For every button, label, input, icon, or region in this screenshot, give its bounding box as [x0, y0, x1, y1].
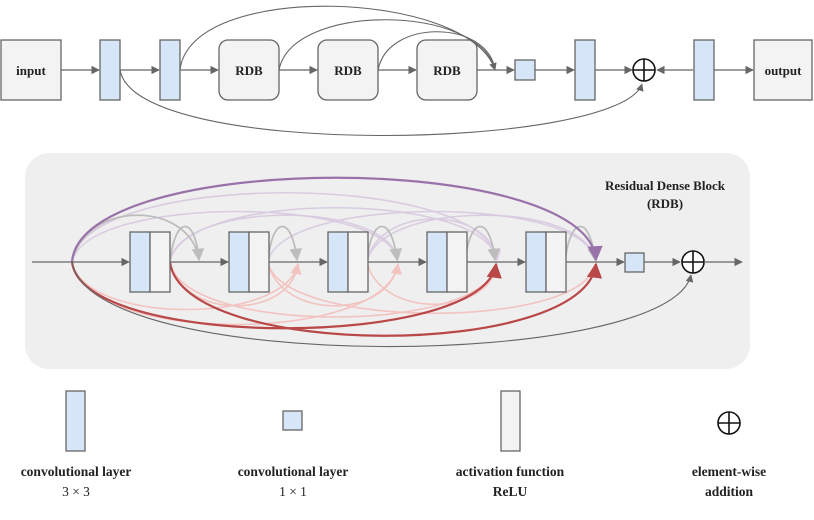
conv3-rdb-5 — [525, 231, 547, 293]
add-symbol-rdb — [681, 250, 705, 274]
relu-rdb-2 — [248, 231, 270, 293]
conv3-rdb-3 — [327, 231, 349, 293]
dense-arc-purple — [70, 176, 603, 263]
conv1-layer-rdb — [624, 252, 645, 273]
dense-arc-light-top-7 — [366, 214, 596, 263]
output-label: output — [765, 63, 803, 78]
legend-conv3-symbol — [65, 390, 86, 452]
input-label: input — [16, 63, 46, 78]
relu-rdb-1 — [149, 231, 171, 293]
legend-conv3-caption: convolutional layer 3 × 3 — [0, 462, 161, 502]
conv3-rdb-4 — [426, 231, 448, 293]
conv3-layer-4 — [693, 39, 715, 101]
dense-arc-gray-3 — [366, 225, 403, 263]
legend — [65, 390, 741, 452]
rdb-layer-5 — [525, 231, 567, 293]
dense-arc-light-bottom-1 — [71, 261, 302, 311]
conv1-layer-top — [514, 59, 536, 81]
dense-arc-light-top-5 — [267, 210, 596, 263]
legend-relu-line1: activation function — [455, 464, 565, 479]
legend-conv3-line2: 3 × 3 — [62, 484, 90, 499]
conv3-layer-3 — [574, 39, 596, 101]
legend-add-line2: addition — [704, 484, 754, 499]
input-box — [0, 39, 62, 101]
rdb-panel-title-line2: (RDB) — [647, 196, 683, 211]
rdb-panel: Residual Dense Block (RDB) — [25, 153, 750, 369]
dense-arc-light-top-1 — [71, 210, 402, 263]
rdb-layer-1 — [129, 231, 171, 293]
relu-rdb-4 — [446, 231, 468, 293]
rdb-label-3: RDB — [433, 63, 461, 78]
dense-arc-light-bottom-6 — [267, 261, 596, 314]
dense-arc-light-bottom-5 — [169, 261, 498, 318]
legend-relu-caption: activation function ReLU — [425, 462, 595, 502]
legend-conv1-line2: 1 × 1 — [279, 484, 307, 499]
relu-rdb-5 — [545, 231, 567, 293]
legend-conv3-line1: convolutional layer — [20, 464, 132, 479]
legend-relu-symbol — [500, 390, 521, 452]
skip-arc-conv2 — [179, 5, 497, 71]
top-flow: input RDB RDB RDB output — [0, 5, 813, 137]
add-symbol-top — [632, 58, 656, 82]
output-box — [753, 39, 813, 101]
legend-add-caption: element-wise addition — [644, 462, 814, 502]
rdb-layer-4 — [426, 231, 468, 293]
rdb-layer-2 — [228, 231, 270, 293]
global-residual-arc — [119, 69, 644, 137]
relu-rdb-3 — [347, 231, 369, 293]
rdb-panel-title-line1: Residual Dense Block — [605, 178, 726, 193]
rdb-label-1: RDB — [235, 63, 263, 78]
conv3-layer-1 — [99, 39, 121, 101]
conv3-layer-2 — [159, 39, 181, 101]
legend-add-line1: element-wise — [691, 464, 767, 479]
dense-arc-gray-2 — [267, 225, 303, 263]
dense-arc-light-bottom-7 — [366, 261, 498, 305]
skip-arc-rdb1 — [278, 19, 496, 71]
dense-arc-red-2 — [168, 261, 603, 337]
legend-relu-line2: ReLU — [492, 484, 528, 499]
legend-conv1-caption: convolutional layer 1 × 1 — [208, 462, 378, 502]
conv3-rdb-1 — [129, 231, 151, 293]
rdb-layer-3 — [327, 231, 369, 293]
local-residual-arc — [71, 261, 694, 348]
dense-arc-light-bottom-4 — [267, 261, 399, 307]
legend-add-symbol — [717, 411, 741, 435]
dense-arc-gray-1 — [169, 225, 205, 263]
legend-conv1-symbol — [282, 410, 303, 431]
rdb-panel-background — [25, 153, 750, 369]
skip-arc-rdb2 — [377, 31, 496, 71]
legend-conv1-line1: convolutional layer — [237, 464, 349, 479]
conv3-rdb-2 — [228, 231, 250, 293]
rdb-label-2: RDB — [334, 63, 362, 78]
